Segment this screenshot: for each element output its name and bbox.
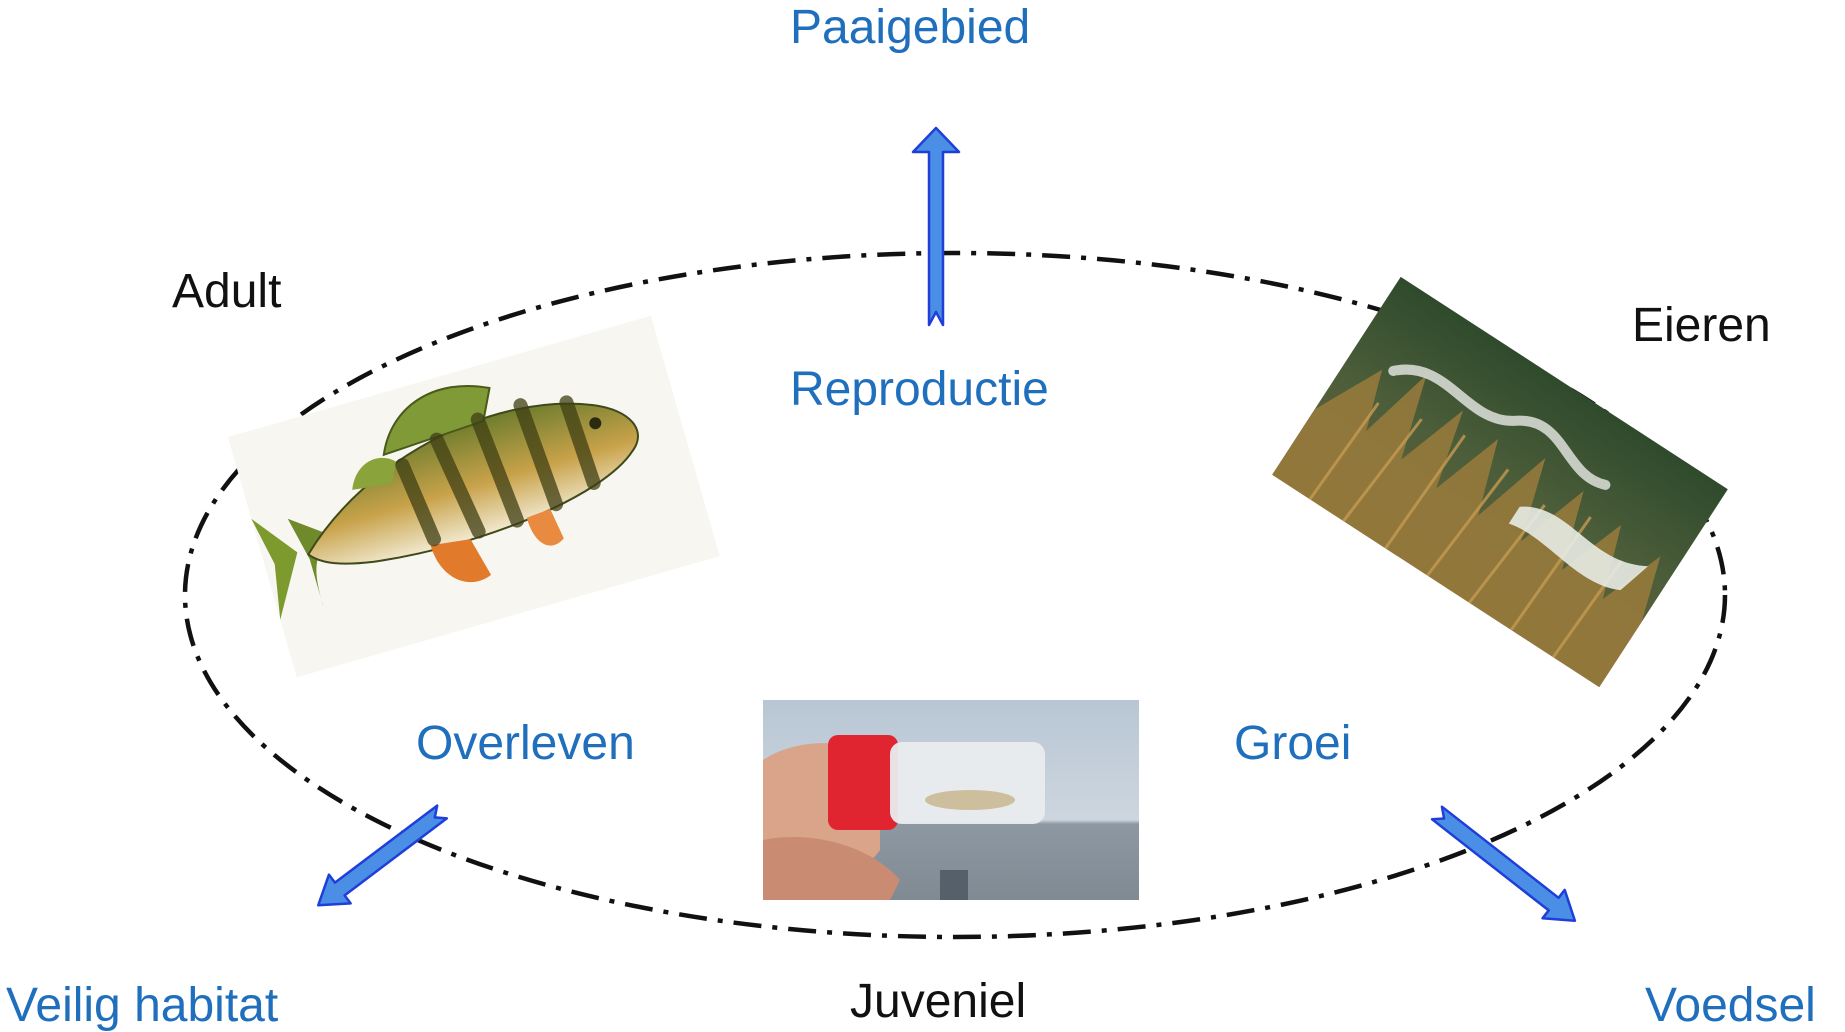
label-food: Voedsel <box>1645 982 1816 1030</box>
label-survival: Overleven <box>416 720 635 768</box>
adult-perch-image <box>228 316 720 678</box>
label-growth: Groei <box>1234 720 1351 768</box>
label-safe-habitat: Veilig habitat <box>6 982 278 1030</box>
arrow-to-spawning-area <box>913 128 959 325</box>
arrow-to-safe-habitat <box>307 798 452 920</box>
arrow-to-food <box>1426 799 1586 935</box>
label-spawning-area: Paaigebied <box>790 4 1030 52</box>
label-adult: Adult <box>172 268 281 316</box>
label-juvenile: Juveniel <box>850 978 1026 1026</box>
juvenile-vial-photo <box>763 700 1139 900</box>
label-reproduction: Reproductie <box>790 366 1049 414</box>
label-eggs: Eieren <box>1632 302 1771 350</box>
